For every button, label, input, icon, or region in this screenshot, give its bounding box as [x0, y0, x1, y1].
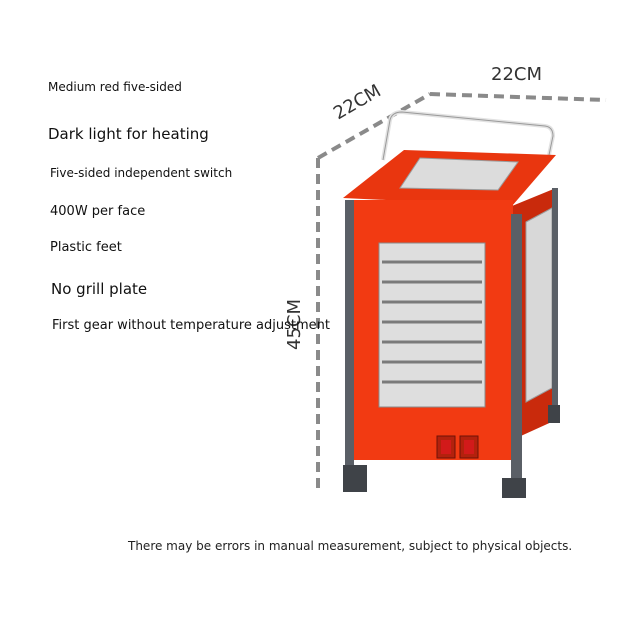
foot-front-right: [502, 478, 526, 498]
spec-color: Medium red five-sided: [48, 80, 182, 94]
depth-dimension-line: [317, 92, 431, 160]
foot-front-left: [343, 465, 367, 492]
spec-heating: Dark light for heating: [48, 125, 209, 143]
dimension-lines: [316, 92, 607, 490]
spec-feet: Plastic feet: [50, 240, 122, 255]
width-dimension-line: [429, 92, 607, 102]
spec-power: 400W per face: [50, 204, 146, 219]
front-mesh: [378, 242, 486, 408]
spec-grill: No grill plate: [51, 280, 148, 298]
measurement-note: There may be errors in manual measuremen…: [128, 539, 573, 553]
spec-gear: First gear without temperature adjustmen…: [52, 318, 330, 333]
foot-back-right: [548, 405, 560, 423]
heating-elements: [382, 260, 482, 384]
right-side-mesh: [525, 207, 553, 403]
switch-2-rocker: [464, 440, 474, 454]
spec-switch: Five-sided independent switch: [50, 166, 233, 180]
top-mesh: [399, 157, 519, 191]
switch-1-rocker: [441, 440, 451, 454]
left-post: [345, 200, 354, 472]
handle-outline: [382, 111, 554, 161]
width-dimension-label: 22CM: [491, 64, 543, 85]
back-post: [552, 188, 558, 414]
right-post: [511, 214, 522, 484]
